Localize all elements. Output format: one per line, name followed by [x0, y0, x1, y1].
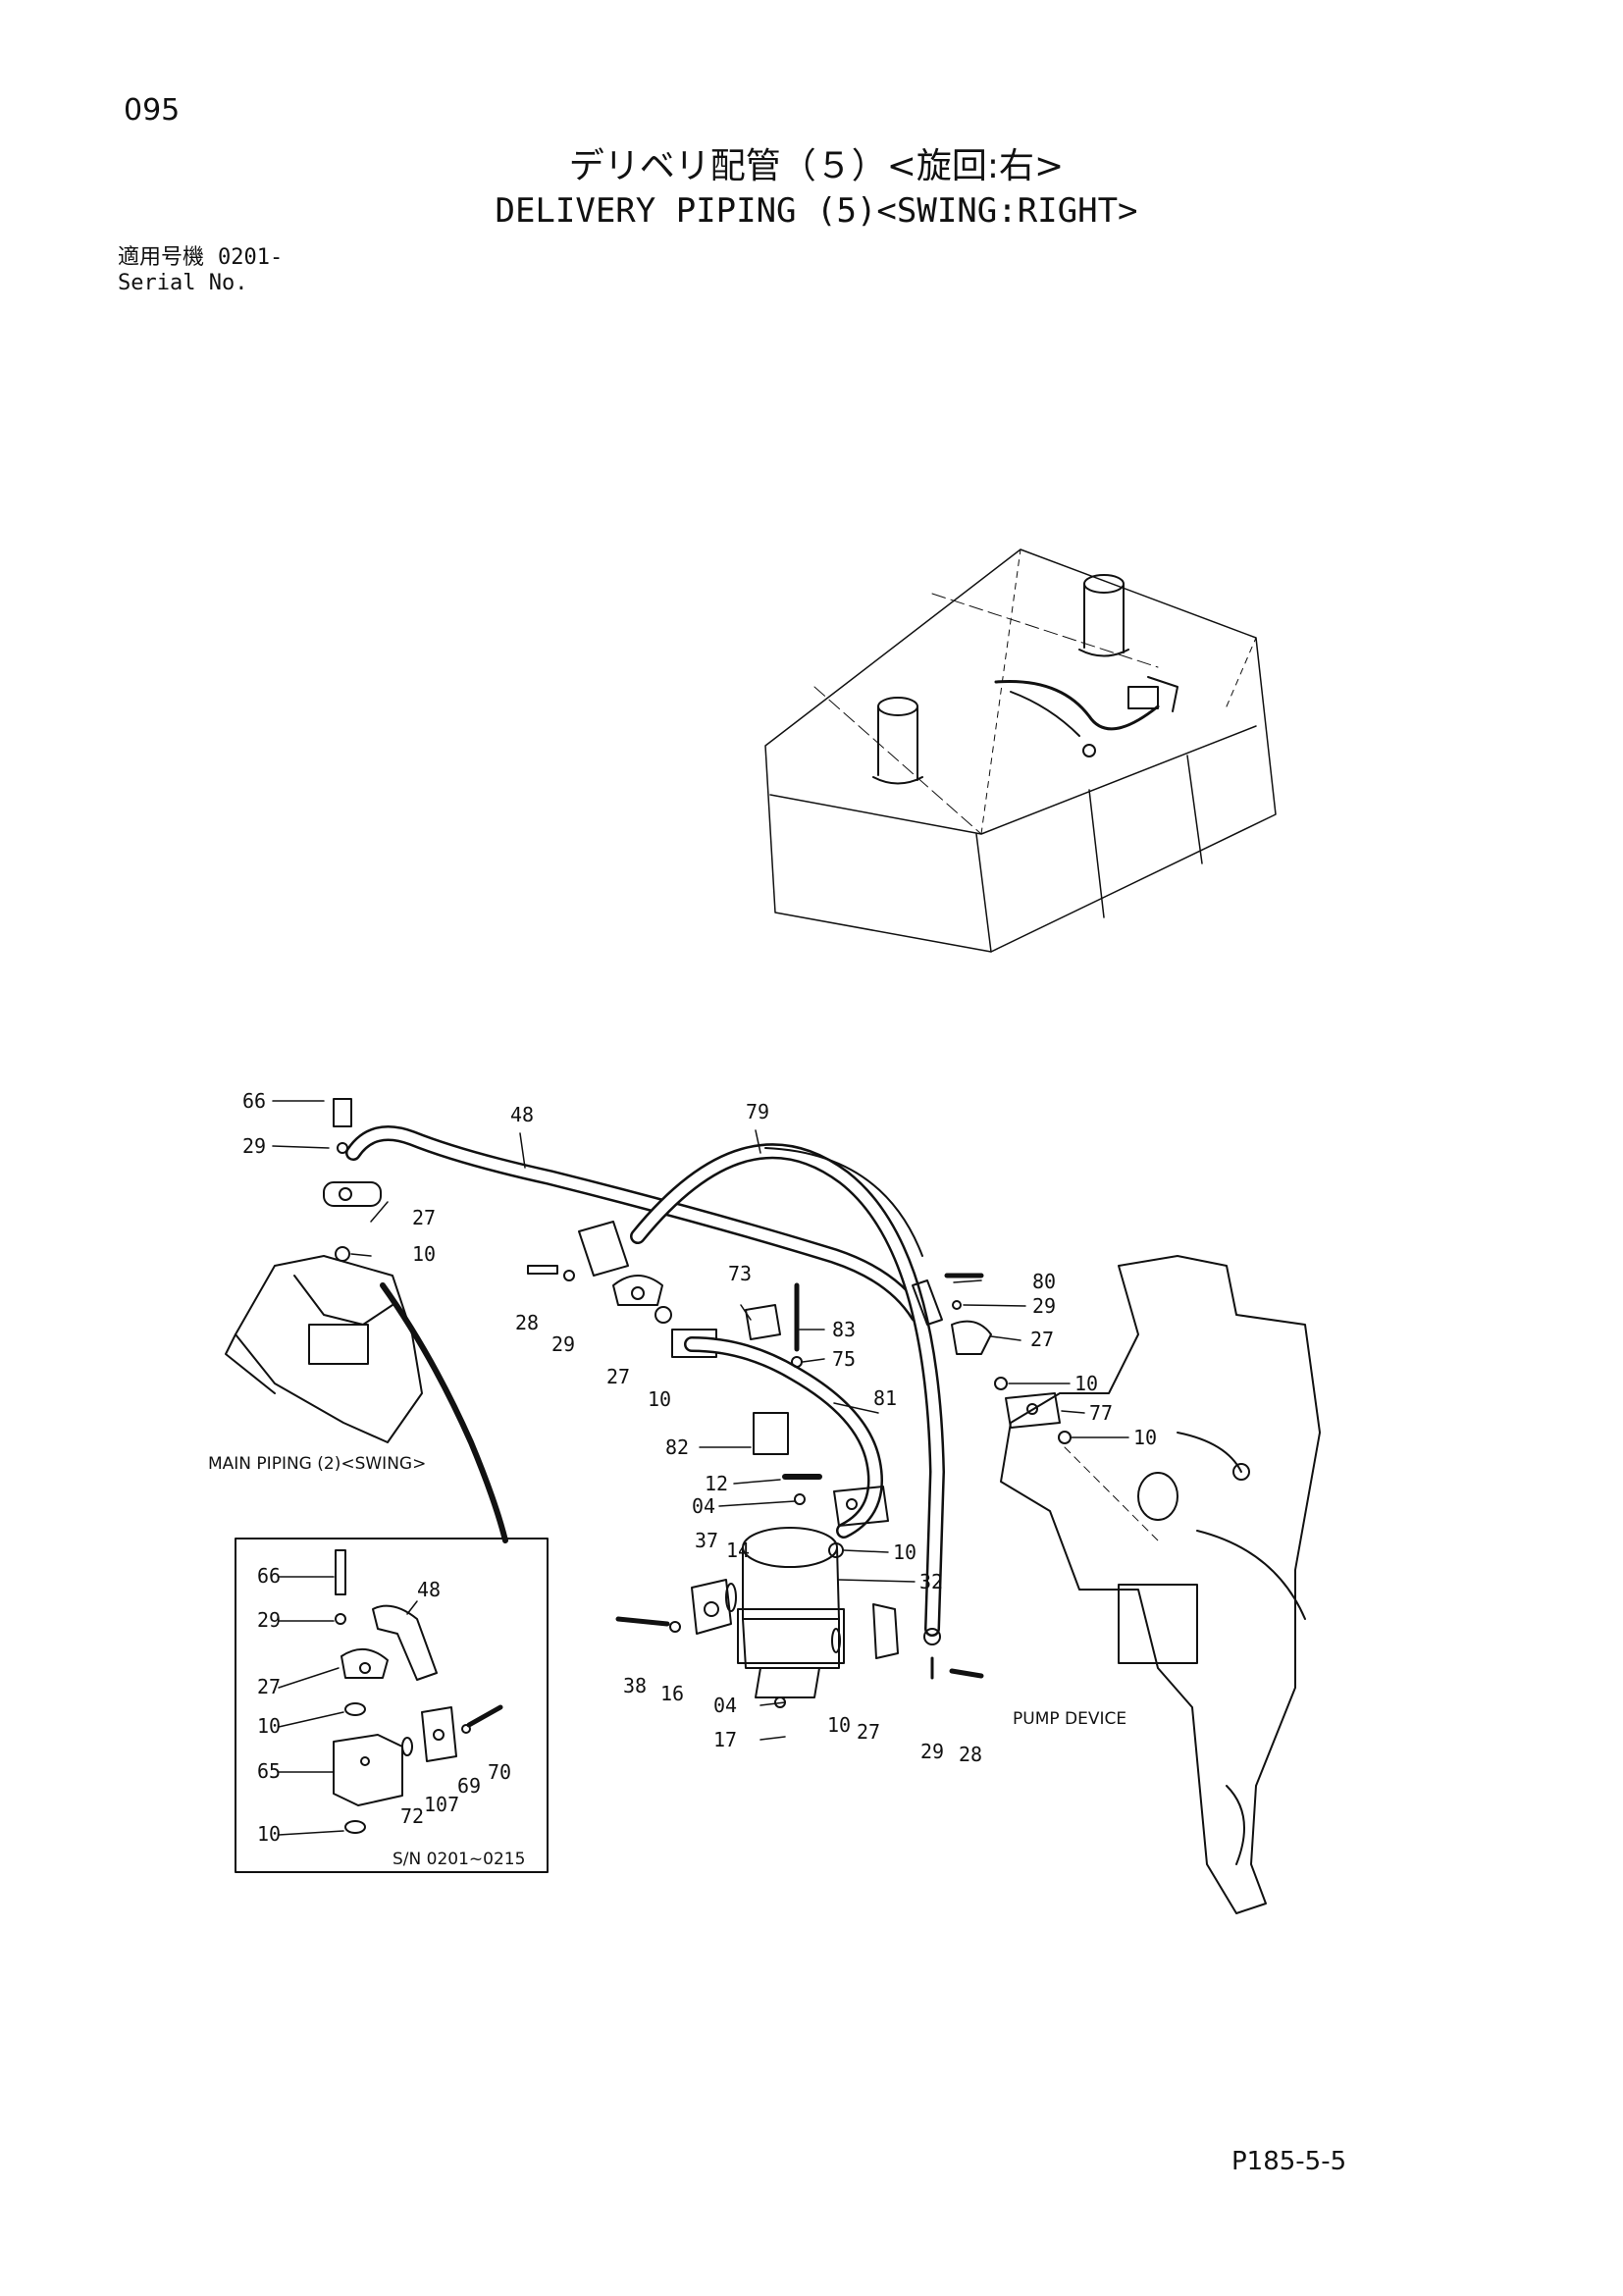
callout-17: 17: [713, 1728, 737, 1751]
callout-75: 75: [832, 1347, 856, 1371]
leader-lines: [272, 1100, 1129, 1741]
callout-29: 29: [242, 1134, 266, 1158]
footer-code: P185-5-5: [1231, 2147, 1347, 2176]
inset-callout-70: 70: [488, 1760, 511, 1784]
main-piping-caption: MAIN PIPING (2)<SWING>: [208, 1454, 426, 1474]
inset-serial-range: S/N 0201~0215: [393, 1850, 525, 1869]
machine-overview: [764, 548, 1277, 953]
inset-callout-107: 107: [424, 1793, 459, 1816]
callout-04: 04: [713, 1694, 737, 1717]
callout-80: 80: [1032, 1270, 1056, 1293]
callout-28: 28: [959, 1743, 982, 1766]
callout-10: 10: [827, 1713, 851, 1737]
inset-callout-72: 72: [400, 1804, 424, 1828]
callout-27: 27: [606, 1365, 630, 1388]
serial-block: 適用号機 0201- Serial No.: [118, 245, 283, 296]
callout-12: 12: [705, 1472, 728, 1495]
callout-29: 29: [1032, 1294, 1056, 1318]
title-japanese: デリベリ配管（５）<旋回:右>: [568, 146, 1065, 186]
page-number: 095: [124, 93, 181, 128]
callout-29: 29: [551, 1332, 575, 1356]
callout-27: 27: [857, 1720, 880, 1744]
main-assembly: [225, 1098, 1321, 1914]
callout-04: 04: [692, 1494, 715, 1518]
title-english: DELIVERY PIPING (5)<SWING:RIGHT>: [495, 191, 1138, 231]
serial-value: 0201-: [218, 245, 284, 270]
callout-10: 10: [893, 1540, 916, 1564]
inset-callout-65: 65: [257, 1759, 281, 1783]
inset-callout-69: 69: [457, 1774, 481, 1798]
callout-79: 79: [746, 1100, 769, 1123]
inset-callout-29: 29: [257, 1608, 281, 1632]
callout-66: 66: [242, 1089, 266, 1113]
inset-callout-66: 66: [257, 1564, 281, 1588]
callout-10: 10: [1074, 1372, 1098, 1395]
callout-10: 10: [1133, 1426, 1157, 1449]
callout-81: 81: [873, 1386, 897, 1410]
callout-28: 28: [515, 1311, 539, 1334]
inset-detail: 66 29 48 27 10 65 10 72 107 69 70 S/N 02…: [235, 1538, 549, 1873]
callout-10: 10: [648, 1387, 671, 1411]
serial-label-en: Serial No.: [118, 271, 248, 295]
callout-27: 27: [412, 1206, 436, 1229]
inset-callout-10: 10: [257, 1822, 281, 1846]
callout-14: 14: [726, 1539, 750, 1562]
serial-label-jp: 適用号機: [118, 245, 205, 270]
callout-16: 16: [660, 1682, 684, 1705]
callout-73: 73: [728, 1262, 752, 1285]
callout-32: 32: [919, 1570, 943, 1593]
inset-callout-10: 10: [257, 1714, 281, 1738]
callout-27: 27: [1030, 1328, 1054, 1351]
callout-37: 37: [695, 1529, 718, 1552]
callout-83: 83: [832, 1318, 856, 1341]
callout-numbers: 66 29 27 10 48 79 28 29 27 10 73 83 75 8…: [242, 1089, 1157, 1766]
inset-callout-48: 48: [417, 1578, 441, 1601]
inset-callout-27: 27: [257, 1675, 281, 1698]
callout-77: 77: [1089, 1401, 1113, 1425]
callout-10: 10: [412, 1242, 436, 1266]
callout-38: 38: [623, 1674, 647, 1697]
callout-48: 48: [510, 1103, 534, 1126]
callout-29: 29: [920, 1740, 944, 1763]
pump-device-caption: PUMP DEVICE: [1013, 1709, 1126, 1729]
callout-82: 82: [665, 1435, 689, 1459]
